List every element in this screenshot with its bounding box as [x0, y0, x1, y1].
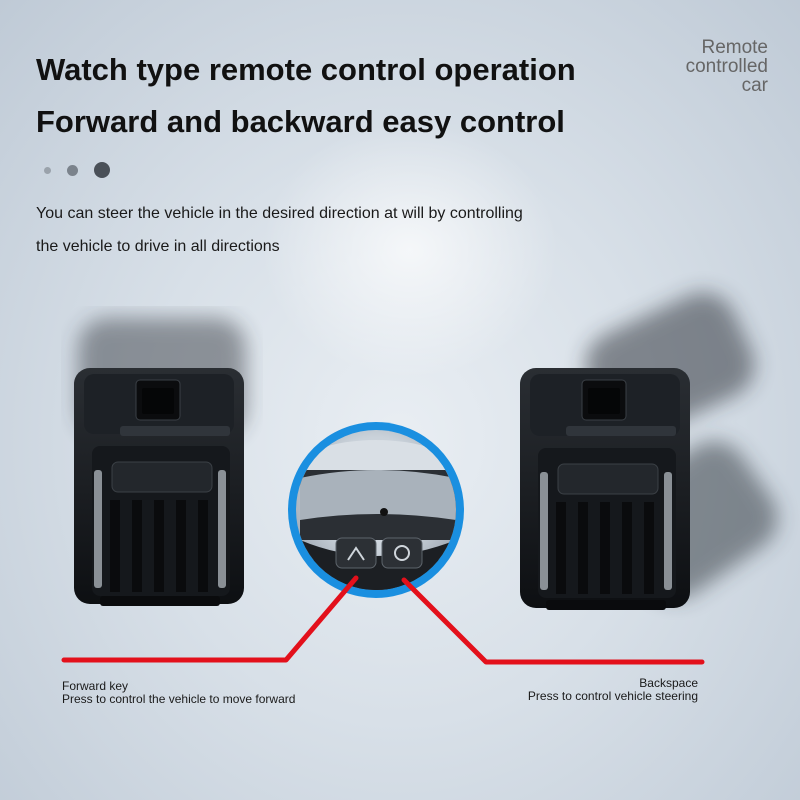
headline-line-1: Watch type remote control operation — [36, 52, 576, 87]
carousel-dot-3 — [94, 162, 110, 178]
headline-line-2: Forward and backward easy control — [36, 104, 565, 139]
carousel-dots — [44, 162, 110, 178]
description-line-1: You can steer the vehicle in the desired… — [36, 205, 523, 222]
forward-key-callout: Forward key Press to control the vehicle… — [62, 680, 295, 706]
forward-key-text: Press to control the vehicle to move for… — [62, 692, 296, 706]
brand-line-2: controlled — [685, 56, 768, 77]
brand-line-3: car — [741, 75, 768, 96]
carousel-dot-1 — [44, 166, 51, 174]
background-glow — [260, 120, 560, 380]
carousel-dot-2 — [67, 164, 78, 176]
callout-lines — [61, 575, 705, 665]
backspace-text: Press to control vehicle steering — [527, 689, 698, 703]
brand-line-1: Remote — [701, 37, 768, 58]
right-car — [520, 368, 690, 610]
watch-zoom-lens — [288, 422, 464, 598]
backspace-title: Backspace — [639, 676, 698, 690]
forward-key-title: Forward key — [62, 679, 129, 693]
description-line-2: the vehicle to drive in all directions — [36, 238, 280, 255]
brand-label: Remote controlled car — [686, 38, 768, 95]
left-car — [74, 368, 244, 606]
backspace-callout: Backspace Press to control vehicle steer… — [528, 677, 698, 703]
